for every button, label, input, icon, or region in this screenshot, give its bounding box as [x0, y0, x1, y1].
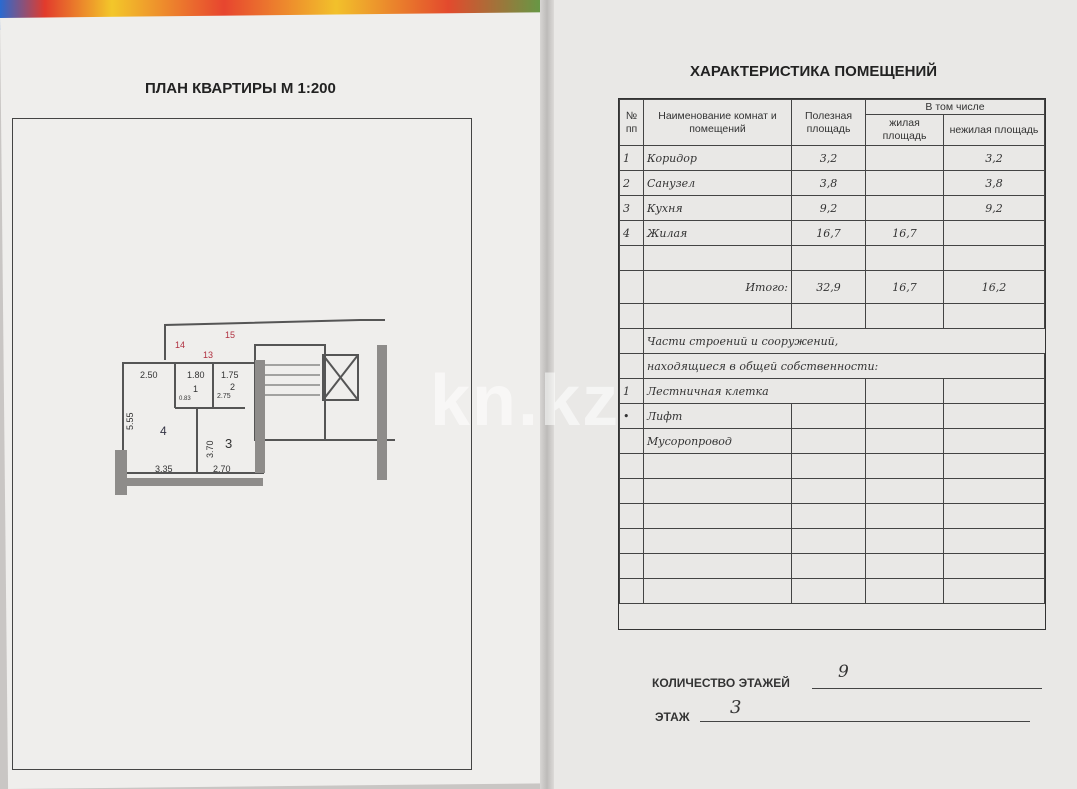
common-name: Лестничная клетка	[643, 378, 866, 404]
row-living	[865, 195, 944, 221]
row-nonliving: 3,8	[943, 170, 1045, 196]
table-row: 2 Санузел 3,8 3,8	[619, 170, 1045, 196]
watermark: kn.kz	[430, 361, 621, 441]
rooms-table: № пп Наименование комнат и помещений Пол…	[618, 98, 1046, 630]
row-name: Кухня	[643, 195, 792, 221]
header-including: В том числе	[865, 99, 1045, 115]
row-name: Коридор	[643, 145, 792, 171]
row-name: Санузел	[643, 170, 792, 196]
common-header-1: Части строений и сооружений,	[643, 328, 1045, 354]
common-name: Мусоропровод	[643, 428, 792, 454]
dim-175: 1.75	[221, 370, 239, 380]
marker-14: 14	[175, 340, 185, 350]
dim-180: 1.80	[187, 370, 205, 380]
floor-label: ЭТАЖ	[655, 710, 690, 724]
common-name: Лифт	[643, 403, 792, 429]
header-name: Наименование комнат и помещений	[643, 99, 792, 146]
row-nonliving: 3,2	[943, 145, 1045, 171]
header-living-area: жилая площадь	[865, 114, 944, 146]
room-4: 4	[160, 424, 167, 438]
row-useful: 16,7	[791, 220, 866, 246]
room-1: 1	[193, 384, 198, 394]
row-num: 2	[619, 170, 644, 196]
dim-555: 5.55	[125, 412, 135, 430]
common-item: •Лифт	[619, 403, 1045, 429]
table-row: 3 Кухня 9,2 9,2	[619, 195, 1045, 221]
room-2: 2	[230, 382, 235, 392]
common-num	[619, 428, 644, 454]
dim-083: 0.83	[179, 396, 191, 402]
common-item: Мусоропровод	[619, 428, 1045, 454]
header-useful-area: Полезная площадь	[791, 99, 866, 146]
floor-plan: 14 15 13 2.50 1.80 1.75 0.83 2.75 1 2 3 …	[115, 319, 395, 495]
plan-frame	[12, 118, 472, 770]
floor-value: 3	[730, 697, 742, 718]
row-living	[865, 170, 944, 196]
marker-15: 15	[225, 330, 235, 340]
dim-275: 2.75	[217, 393, 231, 400]
row-num: 3	[619, 195, 644, 221]
total-useful: 32,9	[791, 270, 866, 304]
row-living: 16,7	[865, 220, 944, 246]
row-useful: 9,2	[791, 195, 866, 221]
stairwell	[254, 344, 326, 441]
page-fold	[540, 0, 554, 789]
room-3: 3	[225, 436, 232, 451]
elevator-shaft	[322, 354, 359, 401]
total-living: 16,7	[865, 270, 944, 304]
total-label: Итого:	[643, 270, 792, 304]
marker-13: 13	[203, 350, 213, 360]
characteristics-title: ХАРАКТЕРИСТИКА ПОМЕЩЕНИЙ	[690, 63, 938, 80]
header-nonliving-area: нежилая площадь	[943, 114, 1045, 146]
balcony-line	[164, 319, 385, 360]
dim-250: 2.50	[140, 370, 158, 380]
row-name: Жилая	[643, 220, 792, 246]
floors-count-label: КОЛИЧЕСТВО ЭТАЖЕЙ	[652, 676, 790, 690]
dim-370: 3.70	[205, 440, 215, 458]
header-num: № пп	[619, 99, 644, 146]
table-row: 4 Жилая 16,7 16,7	[619, 220, 1045, 246]
common-num: 1	[619, 378, 644, 404]
dim-270: 2.70	[213, 464, 231, 474]
common-header-2: находящиеся в общей собственности:	[643, 353, 1045, 379]
common-num: •	[619, 403, 644, 429]
total-nonliving: 16,2	[943, 270, 1045, 304]
dim-335: 3.35	[155, 464, 173, 474]
floors-count-value: 9	[838, 662, 849, 682]
row-nonliving	[943, 220, 1045, 246]
row-useful: 3,8	[791, 170, 866, 196]
total-row: Итого: 32,9 16,7 16,2	[619, 270, 1045, 304]
row-num: 1	[619, 145, 644, 171]
table-row: 1 Коридор 3,2 3,2	[619, 145, 1045, 171]
row-living	[865, 145, 944, 171]
plan-title: ПЛАН КВАРТИРЫ М 1:200	[145, 80, 336, 97]
row-useful: 3,2	[791, 145, 866, 171]
row-num: 4	[619, 220, 644, 246]
row-nonliving: 9,2	[943, 195, 1045, 221]
